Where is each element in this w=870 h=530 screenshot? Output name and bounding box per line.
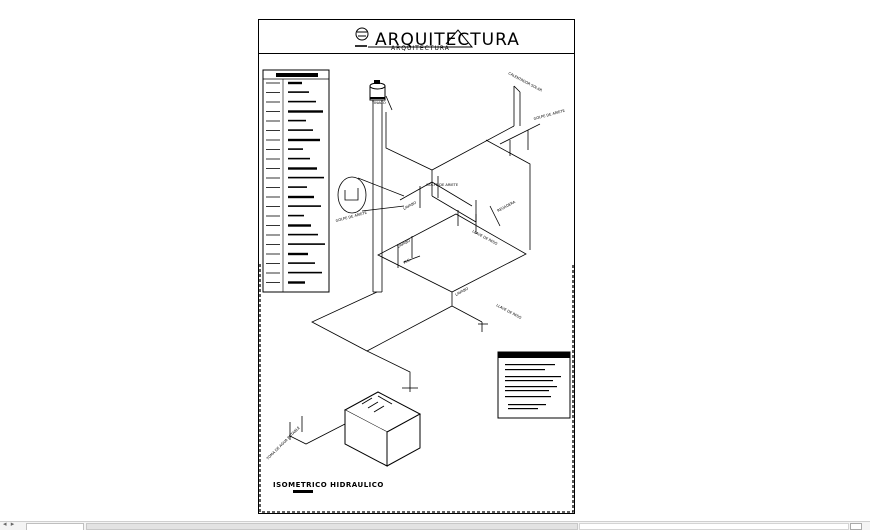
notes-text-lines bbox=[505, 364, 561, 410]
legend-text-mark bbox=[288, 262, 315, 264]
legend-rows bbox=[266, 81, 325, 284]
pipe-label: W.C. bbox=[403, 258, 412, 265]
pipe-label: GOLPE DE ARIETE bbox=[335, 211, 368, 223]
logo-icon bbox=[355, 27, 474, 48]
notes-text-mark bbox=[505, 386, 557, 388]
cistern-fittings bbox=[361, 395, 393, 413]
notes-text-mark bbox=[508, 404, 546, 406]
legend-text-mark bbox=[288, 100, 316, 103]
title-divider bbox=[259, 53, 574, 54]
notes-text-mark bbox=[508, 408, 538, 410]
pipe-label: REGADERA bbox=[497, 200, 517, 213]
water-tank-icon bbox=[369, 80, 386, 101]
legend-text-mark bbox=[288, 148, 303, 150]
pipe-label: LLAVE DE PASO bbox=[496, 303, 523, 320]
pipe-network bbox=[311, 85, 541, 392]
pipe-label: GOLPE DE ARIETE bbox=[533, 109, 566, 121]
notes-text-mark bbox=[505, 376, 561, 378]
legend-text-mark bbox=[288, 157, 310, 160]
pipe-label: TOMA DE AGUA POTABLE bbox=[265, 425, 301, 461]
legend-text-mark bbox=[288, 167, 317, 170]
pipe-label: GOLPE DE ARIETE bbox=[426, 183, 459, 187]
legend-text-mark bbox=[288, 119, 306, 122]
drawing-title: ISOMETRICO HIDRAULICO bbox=[273, 481, 384, 489]
notes-text-mark bbox=[505, 380, 553, 382]
symbol-legend bbox=[262, 69, 330, 293]
logo-subtext: ARQUITECTURA bbox=[391, 45, 450, 52]
pipe-label: LAVABO bbox=[397, 239, 412, 249]
title-scale-bar bbox=[293, 490, 313, 493]
legend-text-mark bbox=[288, 252, 308, 256]
legend-text-mark bbox=[288, 176, 324, 179]
notes-text-mark bbox=[505, 369, 545, 371]
legend-text-mark bbox=[288, 271, 322, 274]
legend-text-mark bbox=[288, 281, 305, 284]
legend-text-mark bbox=[288, 224, 311, 227]
logo-text: ARQUITECTURA bbox=[375, 30, 520, 50]
pipe-label: CALENTADOR SOLAR bbox=[508, 71, 544, 92]
model-tab[interactable] bbox=[26, 523, 84, 530]
legend-text-mark bbox=[288, 205, 321, 207]
notes-text-mark bbox=[505, 390, 549, 392]
legend-text-mark bbox=[288, 243, 325, 245]
legend-text-mark bbox=[288, 129, 313, 131]
legend-text-mark bbox=[288, 186, 307, 188]
supply-line bbox=[289, 416, 346, 445]
layout-nav-arrows[interactable]: ◂ ▸ bbox=[3, 520, 16, 528]
legend-text-mark bbox=[288, 214, 304, 217]
cistern-box bbox=[343, 391, 422, 467]
pipe-label: LAVABO bbox=[403, 201, 418, 211]
legend-text-mark bbox=[288, 138, 320, 142]
legend-text-mark bbox=[288, 91, 309, 93]
pipe-label: LLAVE DE PASO bbox=[472, 229, 499, 246]
legend-text-mark bbox=[288, 195, 314, 199]
notes-box bbox=[497, 351, 571, 419]
pipe-label: LAVABO bbox=[455, 287, 470, 297]
legend-text-mark bbox=[288, 233, 318, 236]
pipe-label: TINACO bbox=[371, 101, 386, 105]
legend-text-mark bbox=[288, 81, 302, 85]
legend-text-mark bbox=[288, 110, 323, 113]
notes-text-mark bbox=[505, 396, 551, 398]
plan-boundary bbox=[259, 264, 574, 513]
detail-callout bbox=[337, 176, 405, 214]
notes-text-mark bbox=[505, 364, 555, 366]
